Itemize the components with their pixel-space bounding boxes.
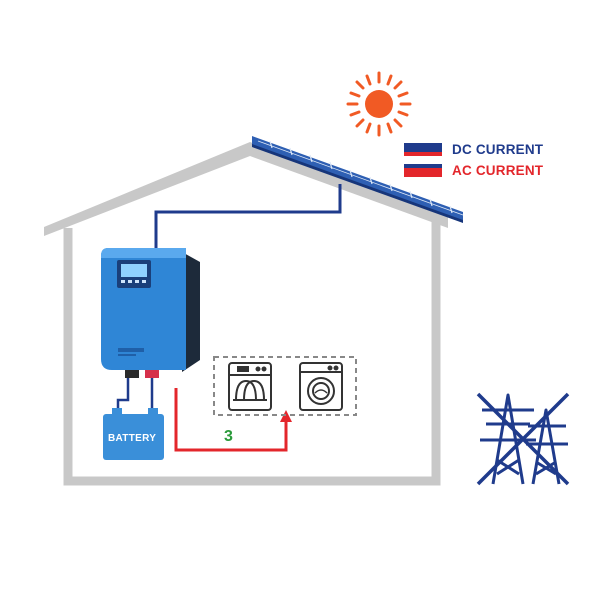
dc-swatch (404, 143, 442, 156)
ac-swatch (404, 164, 442, 177)
washing-machine-icon (299, 362, 343, 411)
battery-icon: BATTERY (103, 408, 164, 460)
ac-label: AC CURRENT (452, 163, 544, 178)
dc-wire-panel (154, 184, 342, 250)
dc-label: DC CURRENT (452, 142, 544, 157)
solar-panel-icon (252, 136, 464, 223)
inverter-icon (101, 248, 200, 378)
dc-wire-battery (116, 378, 130, 410)
loads-group-box (213, 356, 357, 416)
load-count-label: 3 (224, 428, 233, 445)
battery-label: BATTERY (108, 433, 156, 444)
ac-wire (174, 388, 288, 452)
legend-dc: DC CURRENT (404, 139, 543, 160)
legend-ac: AC CURRENT (404, 160, 543, 181)
current-legend: DC CURRENT AC CURRENT (404, 139, 543, 181)
house-outline (44, 142, 448, 486)
power-tower-crossed-icon (476, 392, 570, 486)
sun-icon (346, 71, 412, 137)
dishwasher-icon (228, 362, 272, 411)
